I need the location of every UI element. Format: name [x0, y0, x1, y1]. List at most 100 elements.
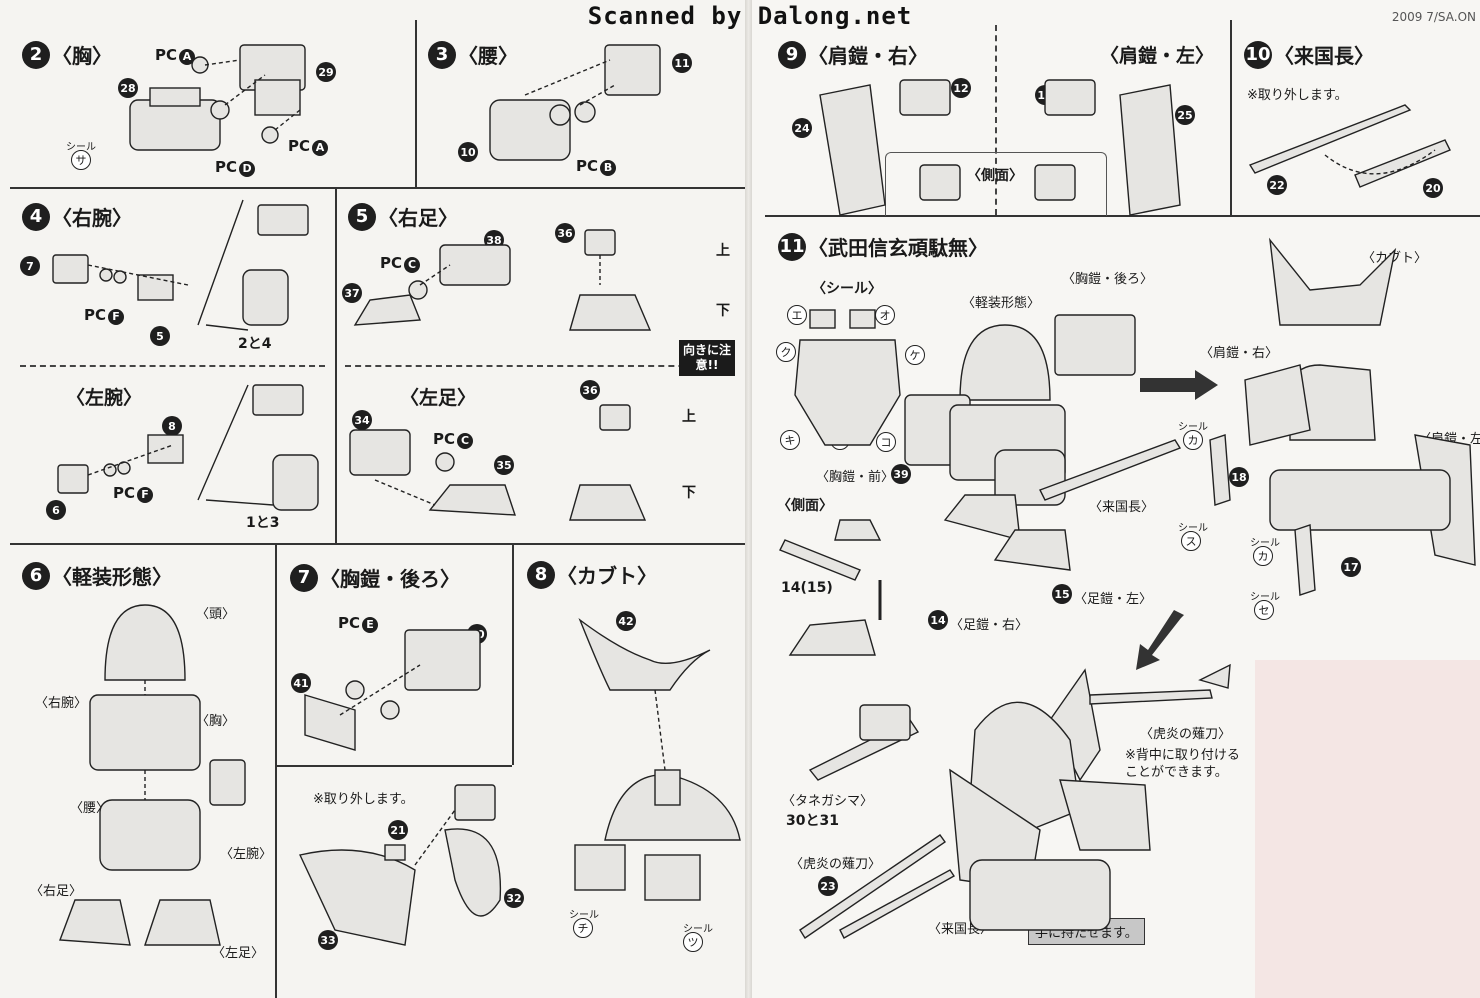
seal-marker: カ [1253, 546, 1273, 566]
seal-marker: キ [780, 430, 800, 450]
label-tanegashima: 〈タネガシマ〉 [782, 794, 874, 809]
part-number: 34 [352, 410, 372, 430]
seal-marker: カ [1183, 430, 1203, 450]
step-title: 〈武田信玄頑駄無〉 [808, 236, 988, 260]
label-naginata: 〈虎炎の薙刀〉 [1140, 727, 1232, 742]
left-foot-title: 〈左足〉 [400, 387, 477, 409]
label-right-foot: 〈右足〉 [30, 884, 83, 899]
chest-parts-illustration [129, 44, 306, 151]
step-number: 11 [778, 232, 806, 261]
foot-armor-side-illustration [779, 519, 882, 656]
step-title: 〈胸〉 [52, 44, 112, 68]
step-number: 10 [1244, 40, 1272, 69]
seal-box-title: 〈シール〉 [812, 281, 882, 297]
seal-label: シール [569, 910, 599, 921]
step-5-heading: 5 〈右足〉 [348, 202, 458, 231]
seal-marker: ツ [683, 932, 703, 952]
step-14-15: 14(15) [781, 580, 833, 596]
label-waist: 〈腰〉 [70, 801, 110, 816]
part-number: 18 [1229, 467, 1249, 487]
divider [275, 543, 277, 998]
step-title: 〈腰〉 [458, 44, 518, 68]
seal-marker: チ [573, 918, 593, 938]
step-number: 8 [527, 560, 555, 589]
combo-label: 30と31 [786, 813, 839, 829]
right-foot-illustration [353, 229, 652, 331]
label-chest-back: 〈胸鎧・後ろ〉 [1062, 272, 1154, 287]
part-number: 7 [20, 256, 40, 276]
step-number: 7 [290, 563, 318, 592]
seal-label: シール [1178, 422, 1208, 433]
step-number: 6 [22, 561, 50, 590]
part-number: 25 [1175, 105, 1195, 125]
chest-back-illustration [304, 629, 481, 751]
step-title: 〈胸鎧・後ろ〉 [320, 567, 460, 591]
part-number: 10 [458, 142, 478, 162]
part-number: 11 [672, 53, 692, 73]
label-light-form: 〈軽装形態〉 [962, 296, 1041, 311]
step-9-left-title: 〈肩鎧・左〉 [1100, 45, 1215, 67]
label-naginata-2: 〈虎炎の薙刀〉 [790, 857, 882, 872]
divider [1230, 20, 1232, 215]
label-head: 〈頭〉 [196, 607, 236, 622]
orientation-warning: 向きに注意!! [679, 340, 735, 376]
seal-marker: サ [71, 150, 91, 170]
waist-parts-illustration [489, 44, 661, 161]
armored-assembly-illustration [1209, 237, 1476, 596]
step-number: 9 [778, 40, 806, 69]
part-number: 6 [46, 500, 66, 520]
seal-label: シール [1250, 538, 1280, 549]
direction-up: 上 [716, 243, 730, 259]
part-number: 21 [388, 820, 408, 840]
arrow-down-left-icon [1136, 610, 1184, 670]
label-foot-left: 〈足鎧・左〉 [1074, 592, 1153, 607]
part-number: 17 [1341, 557, 1361, 577]
seal-marker: ス [1181, 531, 1201, 551]
part-number: 29 [316, 62, 336, 82]
divider [275, 765, 512, 767]
step-8-heading: 8 〈カブト〉 [527, 560, 657, 589]
light-form-assembly-illustration [59, 604, 246, 946]
part-number: 36 [555, 223, 575, 243]
step-9-heading: 9 〈肩鎧・右〉 [778, 40, 928, 69]
label-shoulder-right: 〈肩鎧・右〉 [1200, 346, 1279, 361]
step-11-heading: 11 〈武田信玄頑駄無〉 [778, 232, 988, 261]
seal-marker: ケ [905, 345, 925, 365]
removal-note: ※取り外します。 [1247, 88, 1348, 103]
part-number: 12 [951, 78, 971, 98]
step-number: 4 [22, 202, 50, 231]
pink-background-block [1255, 660, 1480, 998]
label-right-arm: 〈右腕〉 [35, 696, 88, 711]
kabuto-illustration [574, 617, 741, 901]
dashed-divider [995, 25, 997, 215]
step-title: 〈軽装形態〉 [52, 565, 172, 589]
part-number: 22 [1267, 175, 1287, 195]
arrow-right-icon [1140, 370, 1218, 400]
label-raikuni: 〈来国長〉 [1089, 500, 1155, 515]
page-spine [745, 0, 752, 998]
divider [335, 187, 337, 543]
part-number: 14 [928, 610, 948, 630]
step-title: 〈肩鎧・右〉 [808, 44, 928, 68]
divider [10, 187, 745, 189]
combo-label: 2と4 [238, 336, 272, 352]
seal-label: シール [66, 142, 96, 153]
seal-marker: エ [787, 305, 807, 325]
left-foot-illustration [349, 404, 647, 521]
step-7-heading: 7 〈胸鎧・後ろ〉 [290, 563, 460, 592]
part-number: 37 [342, 283, 362, 303]
part-number: 32 [504, 888, 524, 908]
label-left-foot: 〈左足〉 [212, 946, 265, 961]
divider [10, 543, 745, 545]
sword-removal-illustration [1248, 104, 1451, 188]
part-number: 24 [792, 118, 812, 138]
part-number: 39 [891, 464, 911, 484]
right-arm-illustration [52, 199, 309, 331]
part-number: 42 [616, 611, 636, 631]
part-number: 5 [150, 326, 170, 346]
